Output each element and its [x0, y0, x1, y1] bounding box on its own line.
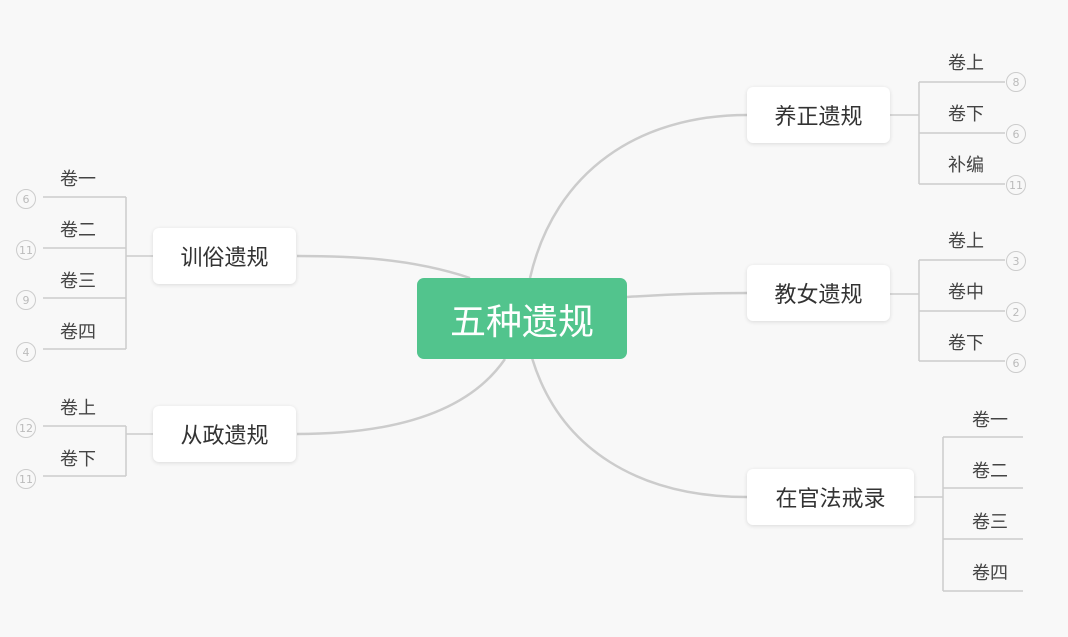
subtopic-zaiguan-1[interactable]: 卷一: [972, 410, 1008, 431]
topic-zaiguan[interactable]: 在官法戒录: [747, 469, 914, 525]
topic-label: 养正遗规: [774, 105, 863, 130]
subtopic-xunsu-2[interactable]: 卷二: [60, 220, 96, 241]
topic-label: 在官法戒录: [775, 487, 886, 512]
topic-xunsu[interactable]: 训俗遗规: [153, 228, 296, 284]
subtopic-jiaonv-3[interactable]: 卷下: [948, 333, 984, 354]
subtopic-xunsu-1[interactable]: 卷一: [60, 169, 96, 190]
count-badge: 2: [1006, 302, 1026, 322]
subtopic-yangzheng-3[interactable]: 补编: [948, 155, 984, 176]
subtopic-yangzheng-1[interactable]: 卷上: [948, 53, 984, 74]
count-badge: 12: [16, 418, 36, 438]
subtopic-zaiguan-2[interactable]: 卷二: [972, 461, 1008, 482]
subtopic-jiaonv-1[interactable]: 卷上: [948, 231, 984, 252]
topic-label: 教女遗规: [774, 283, 863, 308]
connector-root-xunsu: [296, 254, 471, 280]
topic-jiaonv[interactable]: 教女遗规: [747, 265, 890, 321]
subtopic-xunsu-3[interactable]: 卷三: [60, 271, 96, 292]
connector-root-congzheng: [296, 358, 507, 436]
subtopic-yangzheng-2[interactable]: 卷下: [948, 104, 984, 125]
count-badge: 11: [16, 240, 36, 260]
count-badge: 6: [1006, 124, 1026, 144]
root-topic[interactable]: 五种遗规: [417, 278, 627, 359]
topic-yangzheng[interactable]: 养正遗规: [747, 87, 890, 143]
subtopic-congzheng-2[interactable]: 卷下: [60, 449, 96, 470]
count-badge: 6: [1006, 353, 1026, 373]
count-badge: 6: [16, 189, 36, 209]
count-badge: 8: [1006, 72, 1026, 92]
topic-label: 从政遗规: [180, 424, 269, 449]
subtopic-congzheng-1[interactable]: 卷上: [60, 398, 96, 419]
connector-root-jiaonv: [626, 291, 748, 299]
connector-root-zaiguan: [530, 357, 748, 499]
connector-root-yangzheng: [528, 113, 748, 279]
count-badge: 11: [1006, 175, 1026, 195]
count-badge: 4: [16, 342, 36, 362]
topic-label: 训俗遗规: [180, 246, 269, 271]
root-topic-label: 五种遗规: [449, 301, 594, 343]
subtopic-jiaonv-2[interactable]: 卷中: [948, 282, 984, 303]
topic-congzheng[interactable]: 从政遗规: [153, 406, 296, 462]
count-badge: 11: [16, 469, 36, 489]
count-badge: 3: [1006, 251, 1026, 271]
subtopic-zaiguan-3[interactable]: 卷三: [972, 512, 1008, 533]
count-badge: 9: [16, 290, 36, 310]
subtopic-xunsu-4[interactable]: 卷四: [60, 322, 96, 343]
subtopic-zaiguan-4[interactable]: 卷四: [972, 563, 1008, 584]
